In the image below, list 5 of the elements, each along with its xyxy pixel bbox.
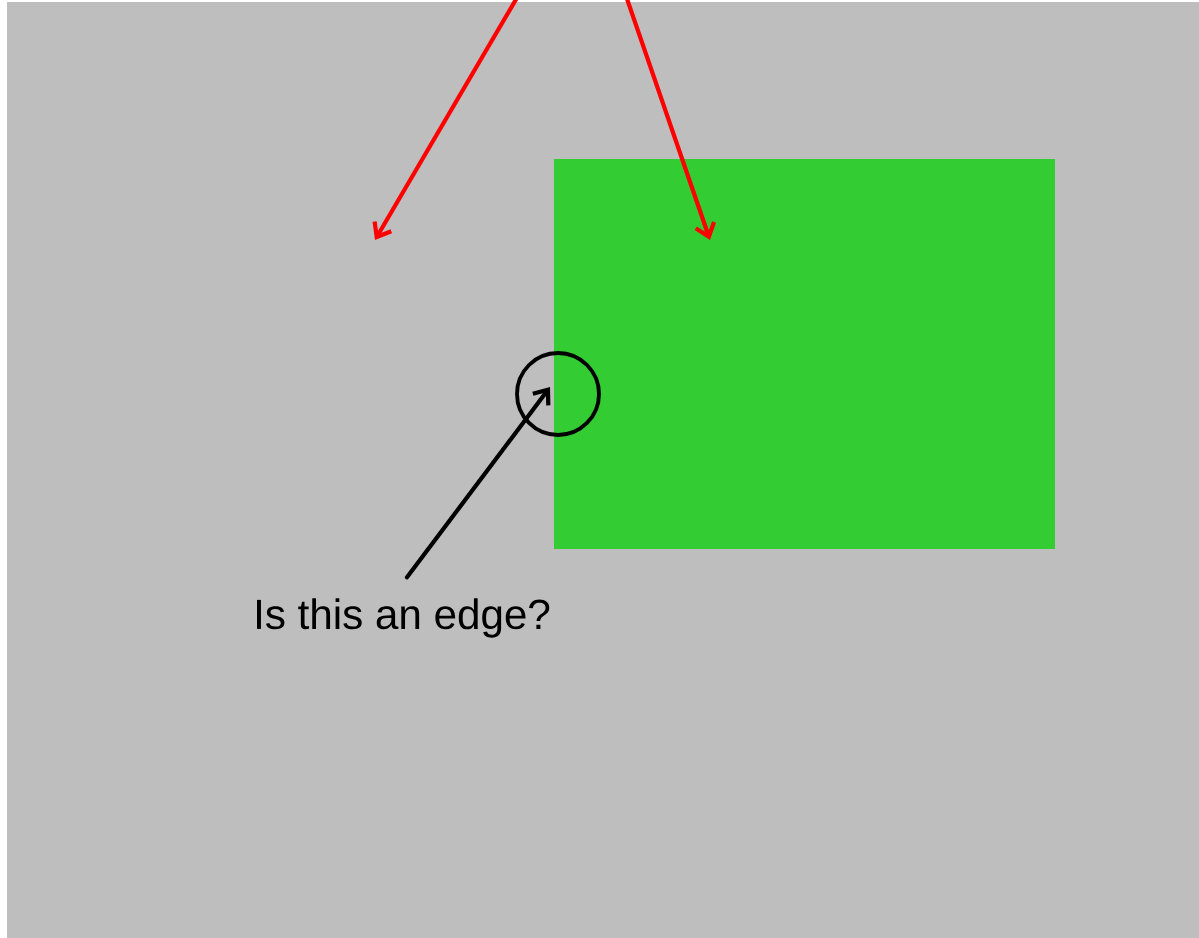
- arrow: [623, 0, 717, 240]
- arrow: [404, 387, 551, 580]
- question-text: Is this an edge?: [257, 598, 550, 638]
- circle-marker: [515, 351, 601, 437]
- filled-rectangle: [554, 159, 1055, 549]
